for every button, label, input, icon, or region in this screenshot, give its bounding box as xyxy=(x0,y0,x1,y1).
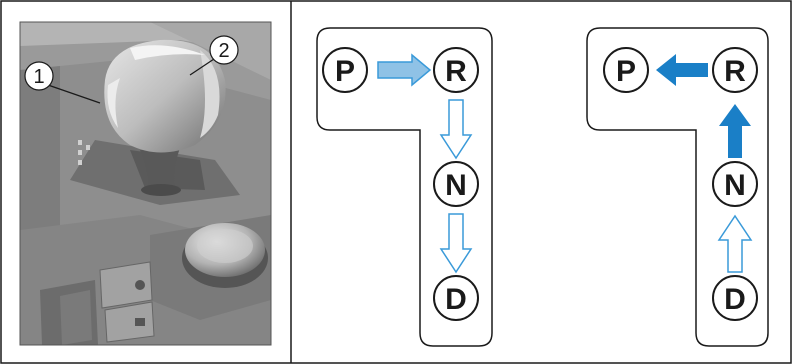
callout-2-circle xyxy=(209,35,239,65)
shift-pattern-diagram-2: P R N D xyxy=(586,27,769,347)
shift-knob xyxy=(104,39,226,153)
arrow-p-to-r xyxy=(377,53,432,87)
shift-gate-outline xyxy=(586,27,769,347)
callout-1-circle xyxy=(24,61,54,91)
gear-p-circle xyxy=(322,47,368,93)
arrow-n-to-r xyxy=(719,104,751,158)
gear-d-label: D xyxy=(445,283,467,316)
gear-r-label: R xyxy=(724,55,746,88)
arrow-n-to-d xyxy=(439,213,473,274)
callout-1-leader xyxy=(47,84,101,104)
gear-n-label: N xyxy=(445,169,467,202)
gear-n-label: N xyxy=(724,169,746,202)
gear-d-circle xyxy=(433,275,479,321)
arrow-r-to-p xyxy=(656,54,708,86)
shift-gate-outline xyxy=(316,27,493,347)
gear-d-label: D xyxy=(724,283,746,316)
callout-2-number: 2 xyxy=(218,40,229,62)
gear-p-circle xyxy=(603,47,649,93)
gear-n-circle xyxy=(712,161,758,207)
gear-r-circle xyxy=(712,47,758,93)
gear-r-label: R xyxy=(445,55,467,88)
arrow-d-to-n xyxy=(717,214,753,273)
callout-1-number: 1 xyxy=(33,66,44,88)
gear-p-label: P xyxy=(335,55,355,88)
gear-d-circle xyxy=(712,275,758,321)
gear-r-circle xyxy=(433,47,479,93)
arrow-r-to-n xyxy=(439,99,473,160)
gear-p-label: P xyxy=(616,55,636,88)
gear-n-circle xyxy=(433,161,479,207)
shift-lever-photo: 1 2 xyxy=(19,21,272,346)
shift-pattern-diagram-1: P R N D xyxy=(316,27,493,347)
callout-2-leader xyxy=(189,58,215,76)
